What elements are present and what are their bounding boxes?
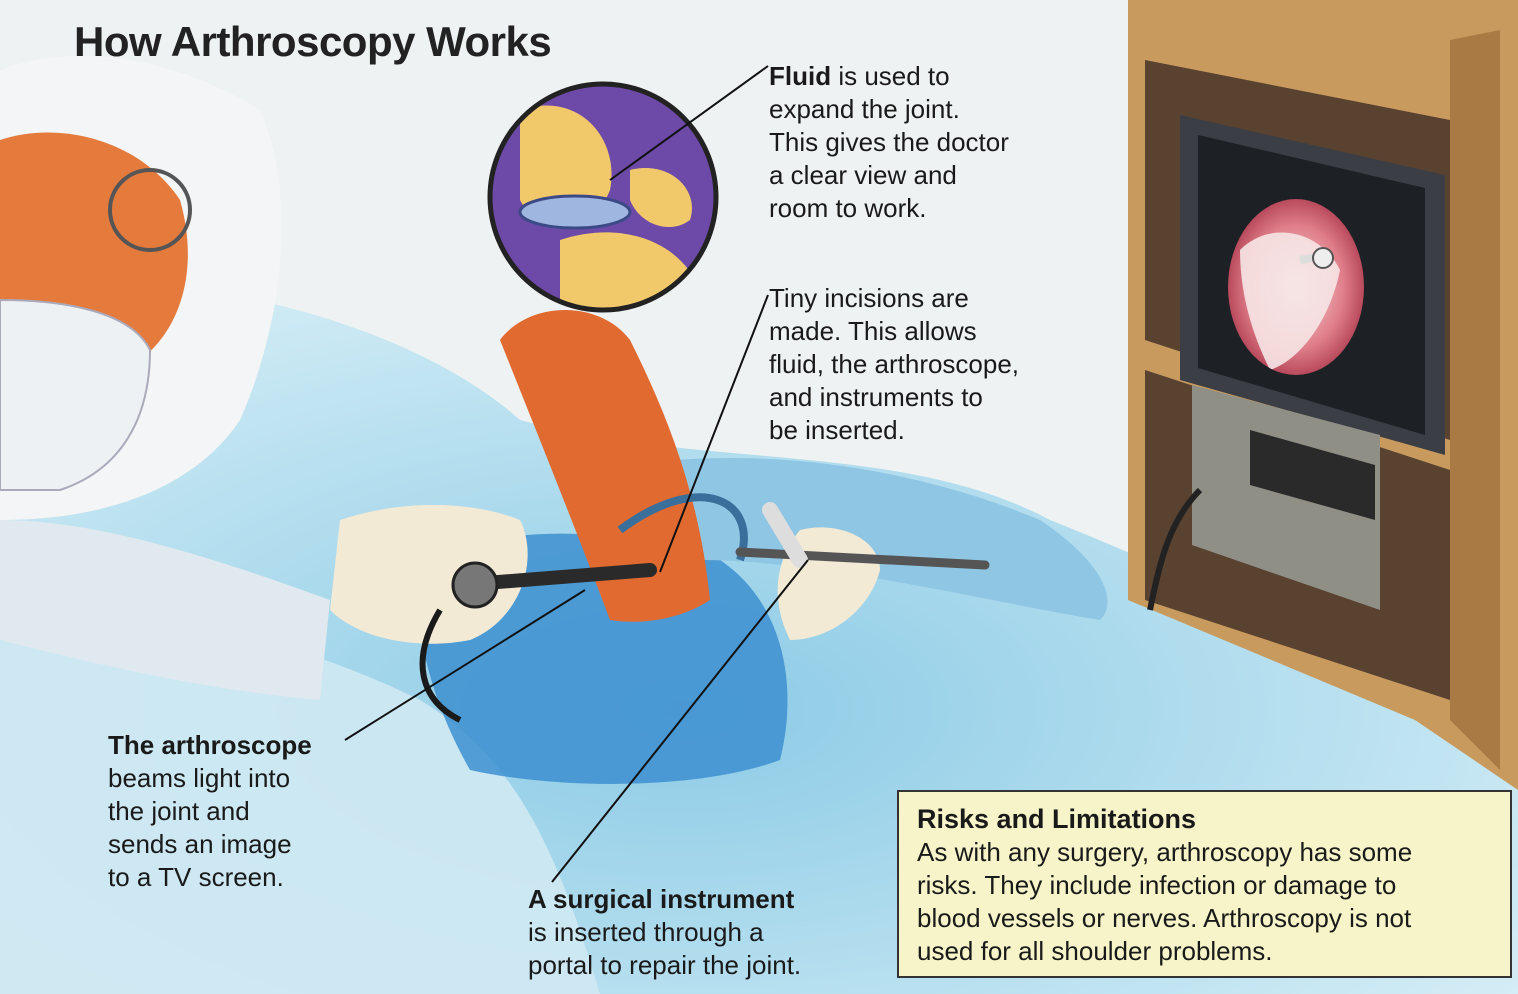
fluid-callout-line: expand the joint. (769, 94, 960, 124)
page-title: How Arthroscopy Works (74, 18, 551, 66)
fluid-callout-bold: Fluid (769, 61, 831, 91)
arthroscope-callout-line: beams light into (108, 763, 290, 793)
arthroscope-callout: The arthroscope beams light into the joi… (108, 729, 312, 894)
incisions-callout-line: be inserted. (769, 415, 905, 445)
instrument-callout: A surgical instrument is inserted throug… (528, 883, 801, 982)
instrument-callout-line: is inserted through a (528, 917, 764, 947)
fluid-callout-line: a clear view and (769, 160, 957, 190)
arthroscope-callout-bold: The arthroscope (108, 730, 312, 760)
risks-box: Risks and Limitations As with any surger… (897, 790, 1512, 978)
fluid-callout-line: This gives the doctor (769, 127, 1009, 157)
arthroscope-callout-line: sends an image (108, 829, 292, 859)
incisions-callout-line: and instruments to (769, 382, 983, 412)
fluid-callout: Fluid is used to expand the joint. This … (769, 60, 1009, 225)
arthroscope-callout-line: to a TV screen. (108, 862, 284, 892)
instrument-callout-line: portal to repair the joint. (528, 950, 801, 980)
incisions-callout: Tiny incisions are made. This allows flu… (769, 282, 1019, 447)
incisions-callout-line: fluid, the arthroscope, (769, 349, 1019, 379)
risks-line: risks. They include infection or damage … (917, 869, 1492, 902)
fluid-callout-line: room to work. (769, 193, 927, 223)
fluid-callout-line: is used to (831, 61, 950, 91)
incisions-callout-line: made. This allows (769, 316, 977, 346)
risks-line: blood vessels or nerves. Arthroscopy is … (917, 902, 1492, 935)
instrument-callout-bold: A surgical instrument (528, 884, 794, 914)
incisions-callout-line: Tiny incisions are (769, 283, 969, 313)
risks-line: As with any surgery, arthroscopy has som… (917, 836, 1492, 869)
risks-line: used for all shoulder problems. (917, 935, 1492, 968)
risks-heading: Risks and Limitations (917, 802, 1492, 836)
arthroscope-callout-line: the joint and (108, 796, 250, 826)
